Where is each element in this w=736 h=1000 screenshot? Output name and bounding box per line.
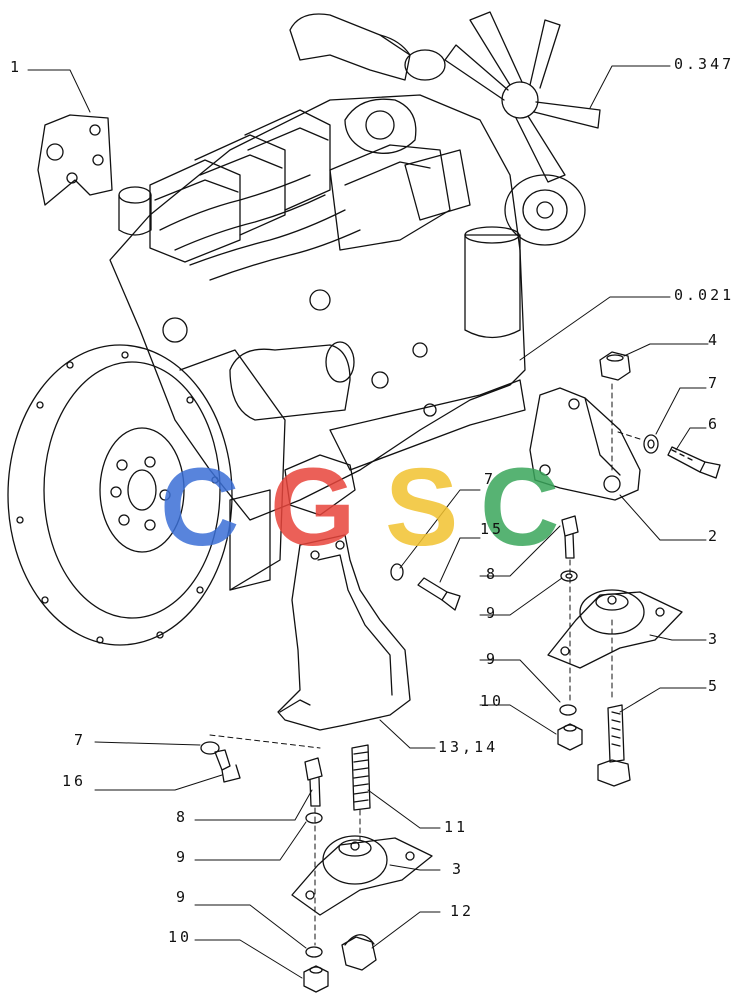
callout-4: 4	[708, 331, 721, 349]
callout-3-lower: 3	[452, 860, 465, 878]
callout-7-left: 7	[74, 731, 87, 749]
callout-3-right: 3	[708, 630, 721, 648]
callout-1: 1	[10, 58, 23, 76]
callout-0-347: 0.347	[674, 55, 735, 73]
callout-9-lower-bottom: 9	[176, 888, 189, 906]
callout-7-center: 7	[484, 470, 497, 488]
callout-8-right: 8	[486, 565, 499, 583]
part-10-nut-lower	[303, 965, 329, 993]
callout-16: 16	[62, 772, 87, 790]
watermark-letter-1: C	[160, 446, 239, 569]
part-2-front-bracket	[529, 387, 641, 501]
callout-0-021: 0.021	[674, 286, 735, 304]
callout-8-lower: 8	[176, 808, 189, 826]
callout-9-right-top: 9	[486, 604, 499, 622]
part-5-bolt-long	[597, 704, 631, 787]
part-13-14-support-arm	[277, 534, 411, 731]
fan	[444, 11, 601, 183]
part-15-bolt	[390, 563, 461, 611]
callout-7-right: 7	[708, 374, 721, 392]
watermark-letter-4: C	[480, 446, 559, 569]
part-12-cap-nut	[341, 934, 377, 971]
callout-9-right-bottom: 9	[486, 650, 499, 668]
callout-10-right: 10	[480, 692, 505, 710]
part-7-washer-right	[643, 434, 659, 454]
callout-11: 11	[444, 818, 469, 836]
callout-15: 15	[480, 520, 505, 538]
watermark: C G S C	[160, 446, 559, 569]
assembly-lines	[209, 383, 644, 946]
part-16-bolt	[214, 749, 241, 783]
part-9-washer-lower-bottom	[305, 946, 323, 958]
callout-2: 2	[708, 527, 721, 545]
part-11-stud	[351, 744, 371, 811]
part-1-lift-bracket	[37, 114, 113, 206]
watermark-letter-2: G	[270, 446, 356, 569]
callout-10-lower: 10	[168, 928, 193, 946]
part-9-washer-right-bottom	[559, 704, 577, 716]
callout-5: 5	[708, 677, 721, 695]
part-9-washer-lower-top	[305, 812, 323, 824]
callout-12: 12	[450, 902, 475, 920]
part-6-bolt	[667, 446, 721, 479]
engine-assembly	[7, 11, 601, 646]
watermark-letter-3: S	[385, 446, 458, 569]
leader-lines	[27, 65, 709, 979]
callout-13-14: 13,14	[438, 738, 499, 756]
part-9-washer-right-top	[560, 570, 578, 582]
callout-9-lower-top: 9	[176, 848, 189, 866]
callout-6: 6	[708, 415, 721, 433]
part-4-nut	[599, 351, 631, 381]
part-7-washer-left	[200, 741, 220, 755]
part-8-bolt-right	[561, 515, 579, 559]
part-3-rubber-mount-right	[547, 589, 683, 669]
part-3-rubber-mount-lower	[291, 835, 433, 916]
part-10-nut-right	[557, 723, 583, 751]
